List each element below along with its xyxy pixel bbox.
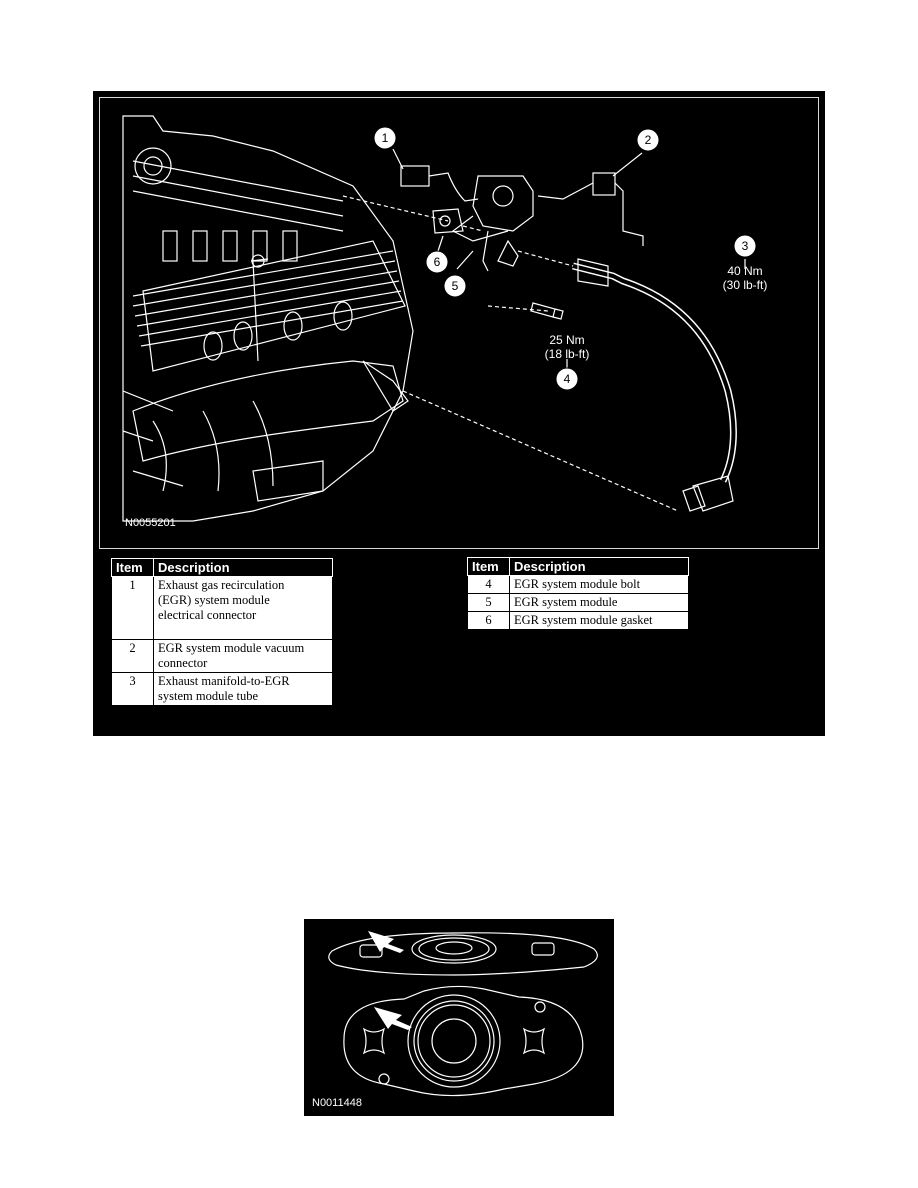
header-description: Description <box>509 557 689 576</box>
callout-5-label: 5 <box>452 279 459 293</box>
table-row: 4 EGR system module bolt <box>467 575 689 594</box>
row-description: EGR system module bolt <box>509 575 689 594</box>
row-item: 3 <box>111 672 154 706</box>
row-item: 2 <box>111 639 154 673</box>
table-row: 1 Exhaust gas recirculation (EGR) system… <box>111 576 333 640</box>
row-item: 4 <box>467 575 510 594</box>
table-row: 6 EGR system module gasket <box>467 611 689 630</box>
desc-line: connector <box>158 656 208 670</box>
legend-header-row: Item Description <box>111 558 333 577</box>
legend-header-row: Item Description <box>467 557 689 576</box>
egr-module-figure: 1 2 3 4 5 6 40 Nm (30 lb-ft) 25 Nm (18 l… <box>93 91 825 736</box>
engine-illustration: 1 2 3 4 5 6 40 Nm (30 lb-ft) 25 Nm (18 l… <box>122 115 768 522</box>
row-description: EGR system module vacuum connector <box>153 639 333 673</box>
callout-2: 2 <box>636 128 660 152</box>
row-description: EGR system module gasket <box>509 611 689 630</box>
egr-module-shape <box>472 175 534 232</box>
desc-line: (EGR) system module <box>158 593 270 607</box>
row-item: 6 <box>467 611 510 630</box>
torque-3-lbft: (30 lb-ft) <box>723 278 768 292</box>
torque-4-nm: 25 Nm <box>549 333 584 347</box>
callout-1: 1 <box>373 126 397 150</box>
callout-4: 4 <box>555 367 579 391</box>
row-item: 5 <box>467 593 510 612</box>
figure-code: N0011448 <box>312 1097 362 1109</box>
torque-4-lbft: (18 lb-ft) <box>545 347 590 361</box>
desc-line: EGR system module vacuum <box>158 641 305 655</box>
desc-line: system module tube <box>158 689 258 703</box>
legend-table-right: Item Description 4 EGR system module bol… <box>467 557 689 630</box>
callout-3: 3 <box>733 234 757 258</box>
table-row: 2 EGR system module vacuum connector <box>111 639 333 673</box>
callout-markers: 1 2 3 4 5 6 <box>373 126 757 391</box>
arrow-icons <box>368 931 412 1030</box>
desc-line: Exhaust gas recirculation <box>158 578 285 592</box>
gasket-side-view <box>328 932 598 976</box>
gasket-figure: N0011448 <box>304 919 614 1116</box>
legend-table-left: Item Description 1 Exhaust gas recircula… <box>111 558 333 706</box>
row-description: EGR system module <box>509 593 689 612</box>
row-description: Exhaust manifold-to-EGR system module tu… <box>153 672 333 706</box>
desc-line: Exhaust manifold-to-EGR <box>158 674 290 688</box>
figure-frame <box>99 97 819 549</box>
torque-3-nm: 40 Nm <box>727 264 762 278</box>
callout-4-label: 4 <box>564 372 571 386</box>
callout-5: 5 <box>443 274 467 298</box>
desc-line: electrical connector <box>158 608 257 622</box>
arrow-icon <box>374 1007 412 1030</box>
header-description: Description <box>153 558 333 577</box>
arrow-icon <box>368 931 404 953</box>
header-item: Item <box>467 557 510 576</box>
callout-3-label: 3 <box>742 239 749 253</box>
gasket-illustration <box>328 931 598 1097</box>
row-item: 1 <box>111 576 154 640</box>
header-item: Item <box>111 558 154 577</box>
figure-code: N0055201 <box>125 517 176 529</box>
callout-6: 6 <box>425 250 449 274</box>
callout-1-label: 1 <box>382 131 389 145</box>
gasket-face-view <box>343 985 584 1097</box>
callout-2-label: 2 <box>645 133 652 147</box>
row-description: Exhaust gas recirculation (EGR) system m… <box>153 576 333 640</box>
table-row: 3 Exhaust manifold-to-EGR system module … <box>111 672 333 706</box>
callout-6-label: 6 <box>434 255 441 269</box>
table-row: 5 EGR system module <box>467 593 689 612</box>
engine-block-outline <box>122 115 414 522</box>
